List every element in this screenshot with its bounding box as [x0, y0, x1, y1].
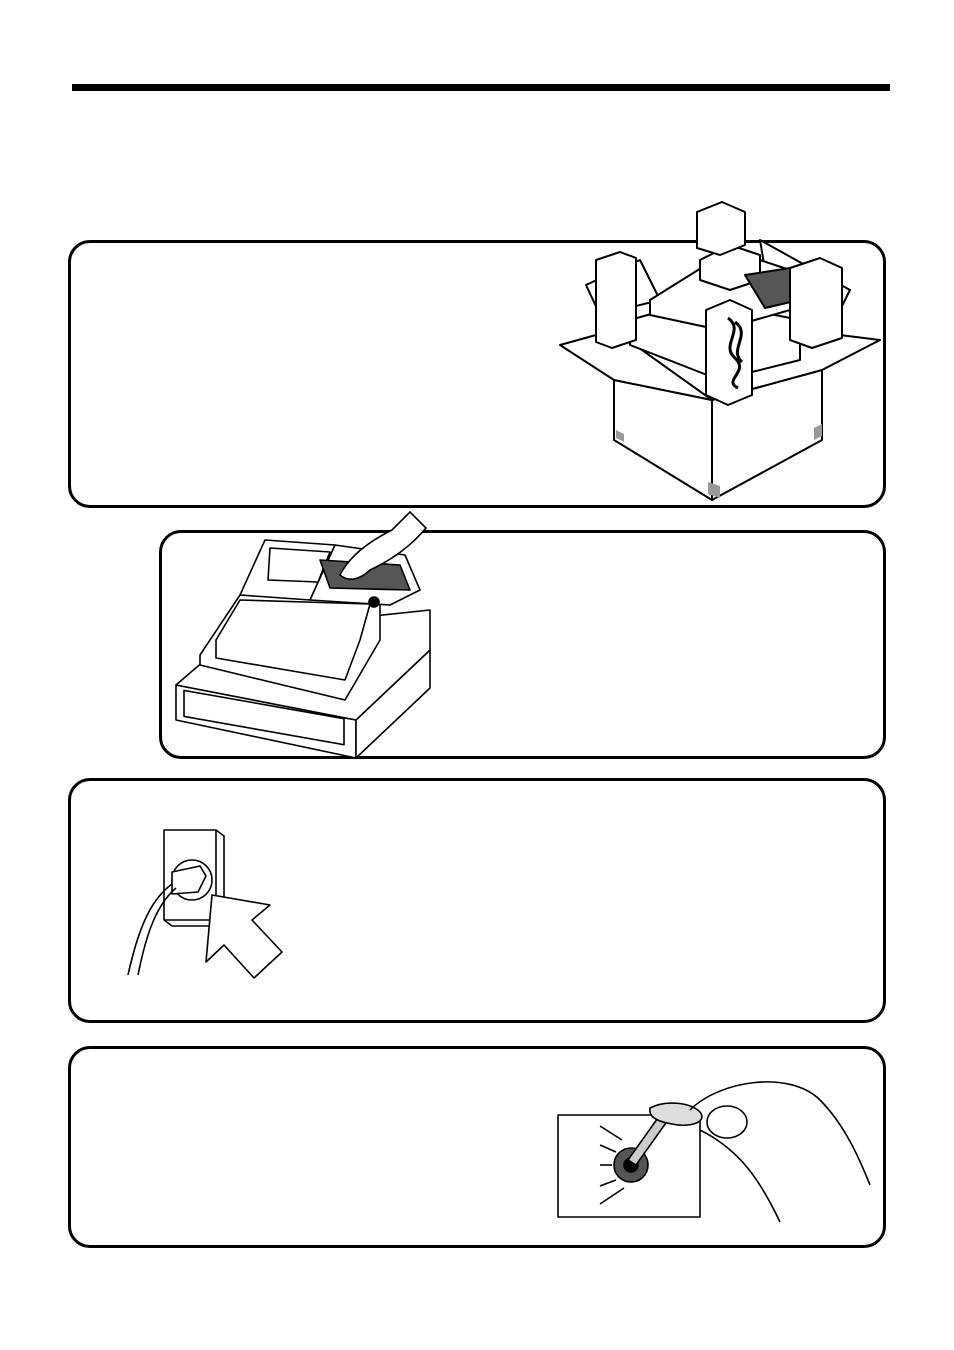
mode-key-switch-icon — [557, 1081, 871, 1223]
header-rule — [72, 84, 890, 91]
cash-register-in-box-icon — [559, 201, 881, 501]
hand-removing-tape-icon — [175, 510, 431, 759]
power-plug-outlet-icon — [127, 829, 283, 979]
step-panel-mode-key — [68, 1046, 886, 1248]
